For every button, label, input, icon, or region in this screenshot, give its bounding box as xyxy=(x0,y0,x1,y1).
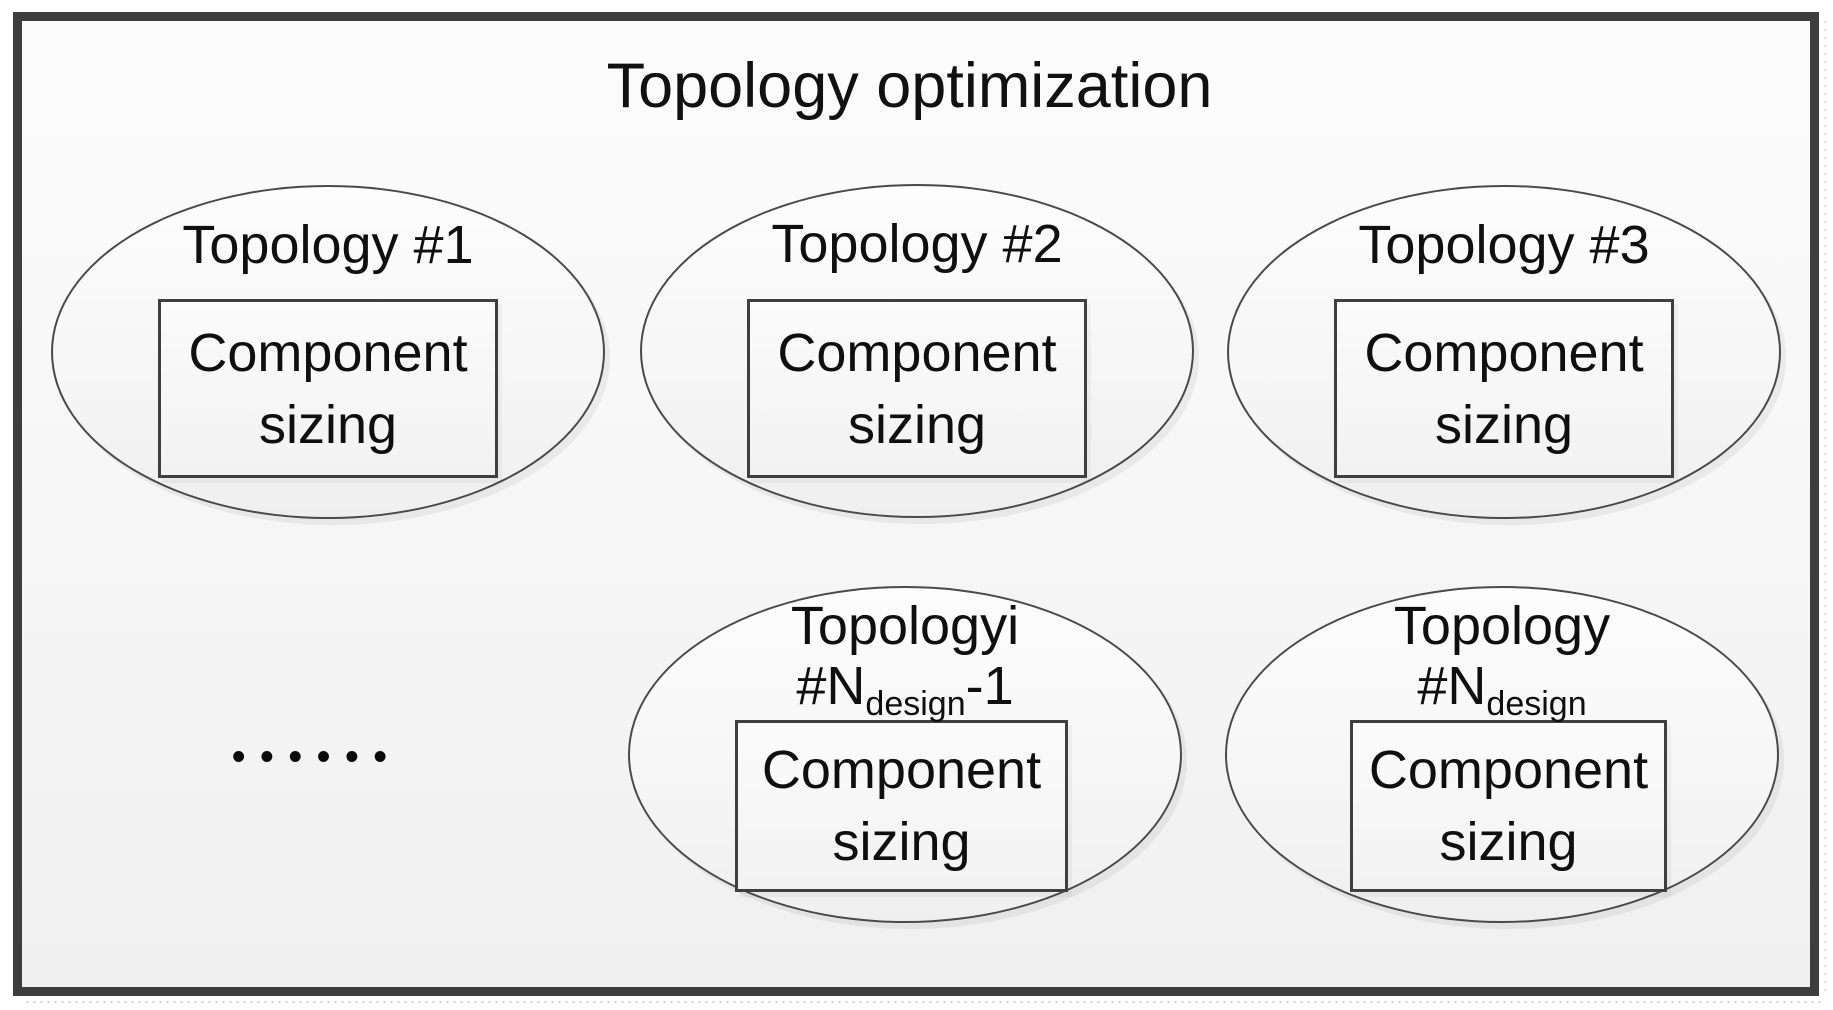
topology-label-n-minus-1: Topologyi #Ndesign-1 xyxy=(630,596,1180,723)
component-sizing-line2: sizing xyxy=(258,394,398,455)
topology-ellipse-3: Topology #3 Component sizing xyxy=(1227,185,1781,519)
topology-label-1-text: Topology #1 xyxy=(182,215,474,275)
component-sizing-line1: Component xyxy=(761,740,1042,800)
topology-label-2: Topology #2 xyxy=(642,214,1192,274)
n-design-suffix: -1 xyxy=(965,656,1014,716)
component-sizing-box-1: Component sizing xyxy=(158,299,498,478)
ellipsis-dots: •••••• xyxy=(232,736,402,778)
component-sizing-line1: Component xyxy=(777,322,1057,383)
n-design-prefix: #N xyxy=(1417,656,1487,716)
topology-ellipse-2: Topology #2 Component sizing xyxy=(640,184,1194,518)
topology-ellipse-1: Topology #1 Component sizing xyxy=(51,185,605,519)
n-design-prefix: #N xyxy=(796,656,866,716)
component-sizing-line2: sizing xyxy=(847,394,987,455)
component-sizing-line2: sizing xyxy=(1439,812,1578,872)
topology-label-1: Topology #1 xyxy=(53,215,603,275)
component-sizing-box-2: Component sizing xyxy=(747,299,1087,478)
component-sizing-line1: Component xyxy=(1364,322,1644,383)
component-sizing-box-5: Component sizing xyxy=(1350,720,1667,892)
component-sizing-box-3: Component sizing xyxy=(1334,299,1674,478)
topology-label-line1: Topologyi xyxy=(790,596,1020,656)
topology-label-line2: #Ndesign xyxy=(1227,656,1777,723)
scan-artifact-bottom xyxy=(24,1000,1824,1004)
component-sizing-line2: sizing xyxy=(1434,394,1574,455)
topology-ellipse-n-minus-1: Topologyi #Ndesign-1 Component sizing xyxy=(628,586,1182,923)
diagram-title: Topology optimization xyxy=(606,51,1213,121)
component-sizing-box-4: Component sizing xyxy=(735,720,1068,892)
topology-label-2-text: Topology #2 xyxy=(771,214,1063,274)
component-sizing-line1: Component xyxy=(1368,740,1649,800)
component-sizing-line2: sizing xyxy=(832,812,971,872)
topology-label-line2: #Ndesign-1 xyxy=(630,656,1180,723)
component-sizing-line1: Component xyxy=(188,322,468,383)
n-design-subscript: design xyxy=(865,685,966,723)
topology-label-3: Topology #3 xyxy=(1229,215,1779,275)
topology-label-line1: Topology xyxy=(1393,596,1611,656)
topology-ellipse-n: Topology #Ndesign Component sizing xyxy=(1225,586,1779,923)
scan-artifact-right xyxy=(1823,18,1828,993)
topology-label-n: Topology #Ndesign xyxy=(1227,596,1777,723)
n-design-subscript: design xyxy=(1486,685,1587,723)
topology-label-3-text: Topology #3 xyxy=(1358,215,1650,275)
